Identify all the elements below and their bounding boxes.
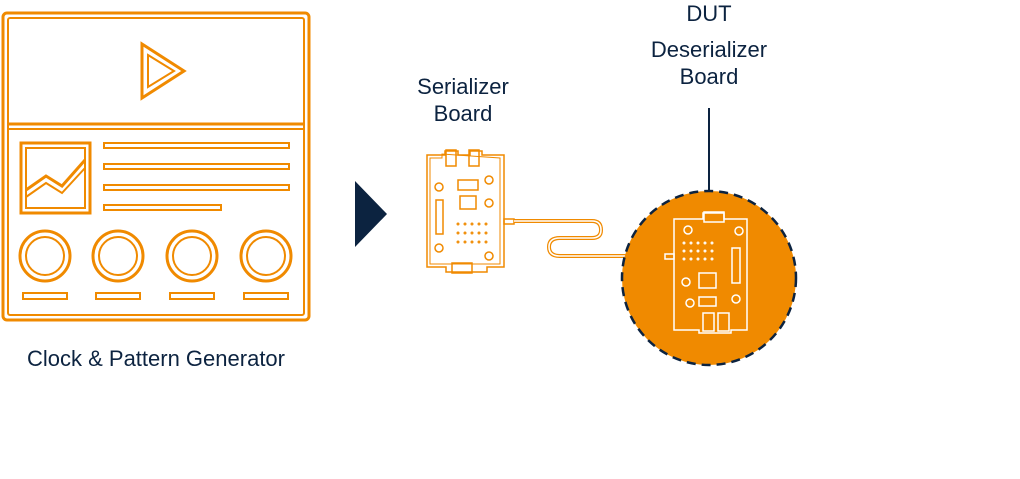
dut-label: DUT xyxy=(650,0,768,27)
chart-screen-icon xyxy=(19,141,92,215)
generator-label-text: Clock & Pattern Generator xyxy=(26,346,285,371)
knob-label-bars xyxy=(22,292,289,300)
cable-inner xyxy=(514,220,666,257)
deserializer-label-line1: Deserializer xyxy=(650,37,768,62)
generator-instrument-icon xyxy=(1,11,311,322)
text-lines-icon xyxy=(103,142,290,211)
dut-label-text: DUT xyxy=(686,1,732,26)
knob-icons xyxy=(18,229,293,283)
play-icon xyxy=(140,41,187,101)
deserializer-board-icon xyxy=(664,211,748,334)
arrow-right-icon xyxy=(355,181,387,247)
deserializer-label-line2: Board xyxy=(679,64,739,89)
generator-label: Clock & Pattern Generator xyxy=(0,345,312,372)
dut-highlight-circle xyxy=(620,189,798,367)
serializer-label-line1: Serializer xyxy=(417,74,509,99)
serializer-board-icon xyxy=(426,149,515,274)
deserializer-label: Deserializer Board xyxy=(610,36,808,90)
serializer-label: Serializer Board xyxy=(380,73,546,127)
serializer-label-line2: Board xyxy=(433,101,493,126)
